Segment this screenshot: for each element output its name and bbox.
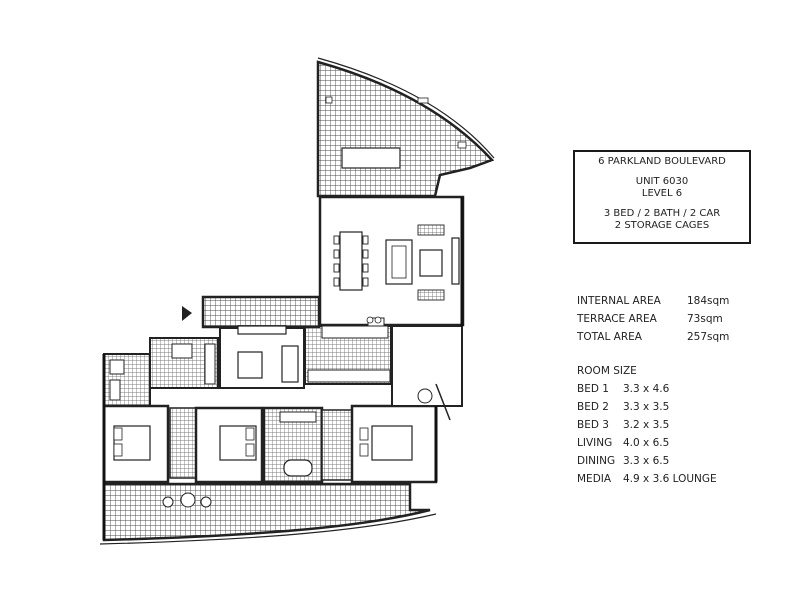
tv-unit [451, 237, 460, 285]
room-value: 3.3 x 6.5 [623, 455, 670, 467]
dining-table [339, 231, 363, 291]
room-label: LIVING [577, 437, 613, 449]
bedroom-1 [102, 404, 170, 484]
room-value: 4.0 x 6.5 [623, 437, 670, 449]
area-row: TOTAL AREA 257sqm [577, 328, 729, 346]
entry-corridor [182, 295, 321, 329]
room-row: BED 1 3.3 x 4.6 [577, 380, 717, 398]
unit-number: UNIT 6030 [635, 176, 689, 187]
area-row: TERRACE AREA 73sqm [577, 310, 729, 328]
living-dining-room [318, 195, 465, 327]
area-label: TERRACE AREA [577, 313, 657, 325]
room-value: 3.3 x 4.6 [623, 383, 670, 395]
level: LEVEL 6 [641, 188, 683, 199]
room-size-table: BED 1 3.3 x 4.6 BED 2 3.3 x 3.5 BED 3 3.2 x… [577, 380, 717, 488]
main-bathroom [262, 406, 324, 484]
area-table: INTERNAL AREA 184sqm TERRACE AREA 73sqm TO… [577, 292, 729, 346]
area-row: INTERNAL AREA 184sqm [577, 292, 729, 310]
room-label: BED 3 [577, 419, 609, 431]
outer-walls [102, 197, 464, 540]
south-terrace [99, 482, 437, 545]
room-row: BED 3 3.2 x 3.5 [577, 416, 717, 434]
unit-info-box: 6 PARKLAND BOULEVARD UNIT 6030 LEVEL 6 3… [573, 150, 751, 244]
room-value: 3.3 x 3.5 [623, 401, 670, 413]
floor-plan [99, 57, 495, 545]
north-balcony [316, 57, 495, 198]
configuration: 3 BED / 2 BATH / 2 CAR [603, 208, 721, 219]
storage: 2 STORAGE CAGES [614, 220, 710, 231]
kitchen [304, 316, 392, 385]
room-row: DINING 3.3 x 6.5 [577, 452, 717, 470]
study-nook [391, 325, 463, 421]
room-value: 4.9 x 3.6 LOUNGE [623, 473, 717, 485]
room-size-title: ROOM SIZE [577, 365, 637, 377]
room-row: MEDIA 4.9 x 3.6 LOUNGE [577, 470, 717, 488]
area-label: INTERNAL AREA [577, 295, 661, 307]
wardrobe-1 [169, 407, 197, 479]
bedroom-3 [350, 404, 438, 484]
address: 6 PARKLAND BOULEVARD [598, 156, 726, 167]
room-row: BED 2 3.3 x 3.5 [577, 398, 717, 416]
area-value: 73sqm [687, 313, 723, 325]
wardrobe-3 [321, 409, 353, 481]
area-label: TOTAL AREA [577, 331, 642, 343]
room-label: BED 1 [577, 383, 609, 395]
media-lounge [219, 325, 305, 389]
bathroom-1 [149, 337, 219, 389]
area-value: 184sqm [687, 295, 730, 307]
room-label: MEDIA [577, 473, 612, 485]
coffee-table [419, 249, 443, 277]
room-label: DINING [577, 455, 616, 467]
bathtub [283, 459, 313, 477]
ensuite-west [103, 353, 151, 407]
room-value: 3.2 x 3.5 [623, 419, 670, 431]
room-label: BED 2 [577, 401, 609, 413]
area-value: 257sqm [687, 331, 730, 343]
balcony-table [341, 147, 401, 169]
bed-3 [371, 425, 413, 461]
entry-arrow [182, 306, 192, 321]
room-row: LIVING 4.0 x 6.5 [577, 434, 717, 452]
bedroom-2 [194, 406, 264, 484]
